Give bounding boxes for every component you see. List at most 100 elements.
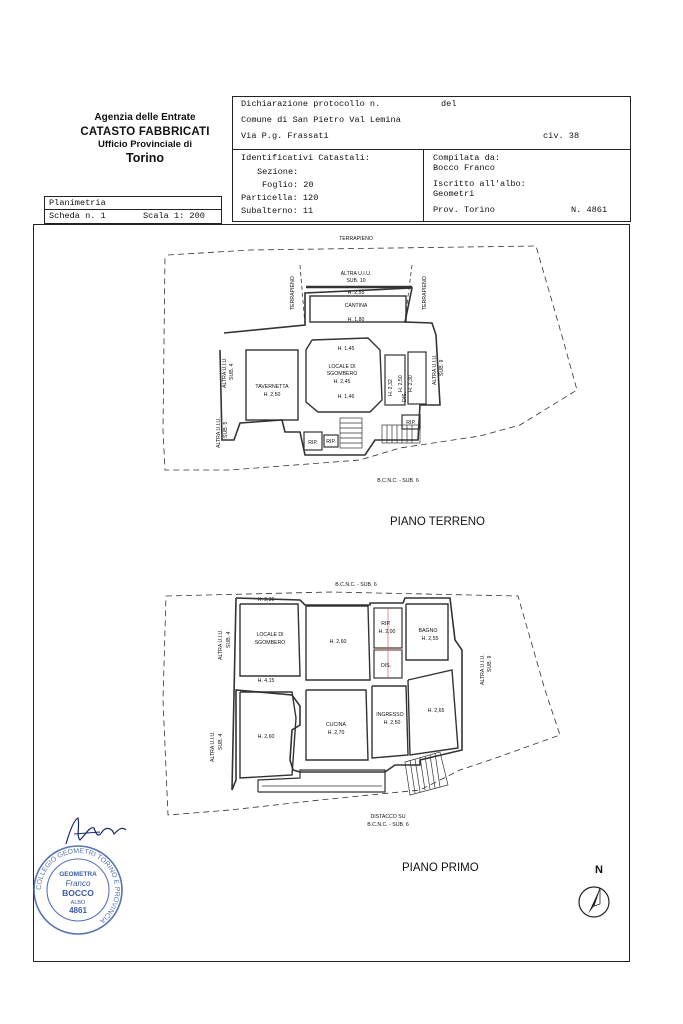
label-h245: H. 2,45 bbox=[334, 379, 351, 385]
ufficio-label: Ufficio Provinciale di bbox=[98, 138, 192, 150]
terreno-rip-b bbox=[323, 434, 339, 448]
catasto-title: CATASTO FABBRICATI bbox=[80, 125, 210, 138]
terreno-stairs-left bbox=[339, 417, 363, 449]
label-h146: H. 1,46 bbox=[338, 394, 355, 400]
terreno-stairs-right bbox=[381, 424, 421, 444]
particella-label: Particella: 120 bbox=[241, 193, 319, 203]
scheda-number: Scheda n. 1 bbox=[49, 211, 106, 221]
agency-name: Agenzia delle Entrate bbox=[94, 112, 196, 123]
label-h236: H. 2,36 bbox=[258, 597, 275, 603]
scala-value: Scala 1: 200 bbox=[143, 211, 205, 221]
header-box: Dichiarazione protocollo n. del Comune d… bbox=[232, 96, 631, 222]
terreno-property-outline bbox=[162, 245, 578, 471]
label-ingresso: INGRESSO bbox=[376, 712, 403, 718]
stamp-albo: ALBO bbox=[71, 900, 86, 906]
label-altra-sub10: ALTRA U.I.U. bbox=[341, 271, 372, 277]
stamp-name-first: Franco bbox=[66, 879, 91, 888]
label-h255-primo: H. 2,55 bbox=[422, 636, 439, 642]
label-h260: H. 2,60 bbox=[330, 639, 347, 645]
primo-room-h260 bbox=[305, 605, 371, 681]
label-bcnc-top: B.C.N.C. - SUB. 6 bbox=[335, 582, 377, 588]
label-h200: H. 2,00 bbox=[379, 629, 396, 635]
label-bcnc: B.C.N.C. - SUB. 6 bbox=[377, 478, 419, 484]
terreno-room-sgombero bbox=[305, 337, 383, 413]
label-sub10: SUB. 10 bbox=[346, 278, 365, 284]
label-altra-sub4b: ALTRA U.I.U. bbox=[210, 731, 216, 762]
stamp-number: 4861 bbox=[69, 906, 87, 915]
piano-terreno-title: PIANO TERRENO bbox=[390, 516, 485, 528]
label-h250: H. 2,50 bbox=[264, 392, 281, 398]
label-altra-sub9: ALTRA U.I.U. bbox=[432, 354, 438, 385]
label-locale-primo: LOCALE DI bbox=[256, 632, 283, 638]
label-h250b: H. 2,50 bbox=[398, 375, 404, 392]
label-h145: H. 1,45 bbox=[338, 346, 355, 352]
label-sub9-primo: SUB. 9 bbox=[487, 655, 493, 672]
label-h230: H. 2,30 bbox=[408, 375, 414, 392]
ufficio-city: Torino bbox=[126, 150, 164, 165]
dichiarazione-label: Dichiarazione protocollo n. bbox=[241, 99, 381, 109]
label-bcnc-bottom: B.C.N.C. - SUB. 6 bbox=[367, 822, 409, 828]
del-label: del bbox=[441, 99, 457, 109]
label-cucina: CUCINA bbox=[326, 722, 346, 728]
planimetria-box: Planimetria Scheda n. 1 Scala 1: 200 bbox=[44, 196, 222, 224]
agency-heading: Agenzia delle Entrate CATASTO FABBRICATI… bbox=[50, 112, 240, 166]
label-sub9: SUB. 9 bbox=[439, 359, 445, 376]
albo-number: N. 4861 bbox=[571, 205, 608, 215]
label-h255: H. 2,55 bbox=[348, 290, 365, 296]
label-bagno: BAGNO bbox=[419, 628, 438, 634]
primo-room-h265 bbox=[407, 669, 459, 756]
label-h415: H. 4,15 bbox=[258, 678, 275, 684]
primo-room-ingresso bbox=[371, 685, 409, 759]
subalterno-label: Subalterno: 11 bbox=[241, 206, 314, 216]
planimetria-title: Planimetria bbox=[49, 198, 106, 208]
primo-room-h260b bbox=[239, 691, 297, 779]
catastali-title: Identificativi Catastali: bbox=[241, 153, 370, 163]
label-sgombero-primo: SGOMBERO bbox=[255, 640, 286, 646]
label-h180: H. 1,80 bbox=[348, 317, 365, 323]
primo-building-walls bbox=[231, 597, 463, 791]
terreno-room-tavernetta bbox=[245, 349, 299, 421]
label-altra-sub9-primo: ALTRA U.I.U. bbox=[480, 654, 486, 685]
north-label: N bbox=[595, 864, 603, 876]
label-rip-primo: RIP. bbox=[381, 621, 390, 627]
primo-balcony bbox=[257, 769, 386, 793]
geometra-stamp: COLLEGIO GEOMETRI TORINO E PROVINCIA GEO… bbox=[30, 842, 126, 938]
compilata-label: Compilata da: bbox=[433, 153, 501, 163]
provincia-label: Prov. Torino bbox=[433, 205, 495, 215]
foglio-label: Foglio: 20 bbox=[262, 180, 314, 190]
terreno-rip-a bbox=[303, 431, 323, 451]
sezione-label: Sezione: bbox=[257, 167, 299, 177]
label-terrapieno-left: TERRAPIENO bbox=[290, 276, 296, 310]
primo-room-bagno bbox=[405, 603, 449, 661]
label-h260b: H. 2,60 bbox=[258, 734, 275, 740]
iscritto-label: Iscritto all'albo: bbox=[433, 179, 526, 189]
piano-primo-title: PIANO PRIMO bbox=[402, 862, 479, 874]
label-h232: H. 2,32 bbox=[388, 379, 394, 396]
label-h250-primo: H. 2,50 bbox=[384, 720, 401, 726]
drawing-frame bbox=[33, 224, 630, 962]
primo-stairs bbox=[404, 751, 449, 796]
civico-label: civ. 38 bbox=[543, 131, 580, 141]
terreno-room-small-b bbox=[407, 351, 427, 405]
label-sub4: SUB. 4 bbox=[229, 363, 235, 380]
signature-image bbox=[65, 817, 127, 845]
albo-label: Geometri bbox=[433, 189, 475, 199]
primo-room-cucina bbox=[305, 689, 369, 761]
compilata-name: Bocco Franco bbox=[433, 163, 495, 173]
label-sub5: SUB. 5 bbox=[223, 421, 229, 438]
label-locale: LOCALE DI bbox=[328, 364, 355, 370]
terreno-room-small-a bbox=[384, 354, 406, 406]
label-altra-sub4: ALTRA U.I.U. bbox=[222, 357, 228, 388]
label-tavernetta: TAVERNETTA bbox=[255, 384, 289, 390]
label-distacco: DISTACCO SU bbox=[370, 814, 405, 820]
label-terrapieno-right: TERRAPIENO bbox=[422, 276, 428, 310]
stamp-seal: COLLEGIO GEOMETRI TORINO E PROVINCIA GEO… bbox=[33, 845, 123, 935]
label-rip-2: RIP. bbox=[326, 439, 335, 445]
primo-room-sgombero bbox=[239, 603, 301, 677]
stamp-geometra: GEOMETRA bbox=[59, 871, 97, 878]
label-sgombero: SGOMBERO bbox=[327, 371, 358, 377]
label-cantina: CANTINA bbox=[345, 303, 368, 309]
primo-property-outline bbox=[162, 591, 561, 816]
